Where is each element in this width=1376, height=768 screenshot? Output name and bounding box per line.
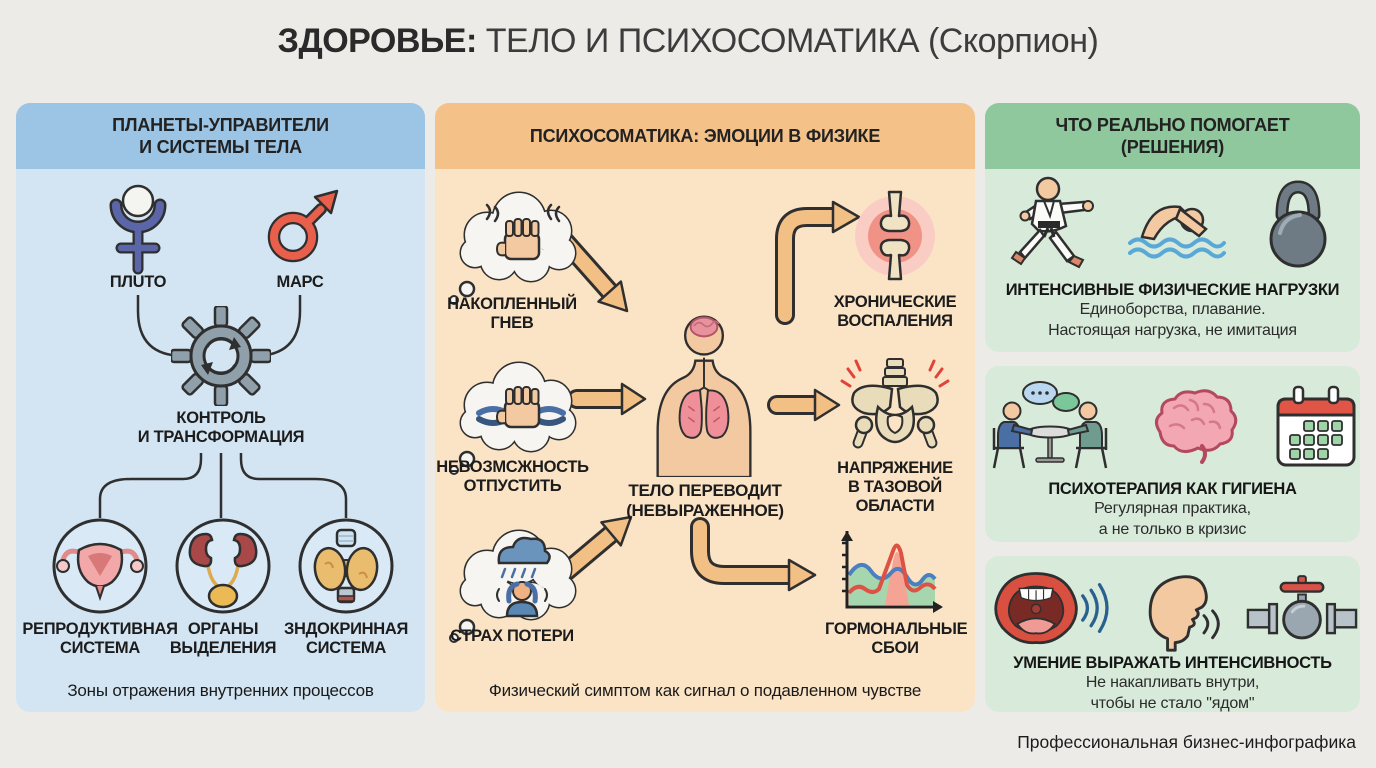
page-title-bold: ЗДОРОВЬЕ: [277, 22, 478, 60]
system-label-reproductive: РЕПРОДУКТИВНАЯ СИСТЕМА [20, 620, 180, 658]
symptom-0-line1: ХРОНИЧЕСКИЕ [833, 293, 957, 311]
solution-3-icons [988, 556, 1358, 654]
calendar-icon [1276, 385, 1355, 467]
solution-2-sub-line1: Регулярная практика, [1094, 500, 1251, 517]
uterus-icon [56, 542, 144, 602]
solution-2-sub-line2: а не только в кризис [1098, 520, 1247, 538]
body-label-line1: ТЕЛО ПЕРЕВОДИТ [628, 481, 782, 500]
therapy-talk-icon [992, 381, 1107, 469]
hormone-chart-icon [841, 531, 943, 613]
emotion-1-line1: НЕВОЗМСЖНОСТЬ [436, 458, 589, 476]
solutions-header: ЧТО РЕАЛЬНО ПОМОГАЕТ (РЕШЕНИЯ) [985, 103, 1360, 169]
solution-3-sub-line2: чтобы не стало "ядом" [1090, 694, 1255, 712]
symptom-1-line2: В ТАЗОВОЙ ОБЛАСТИ [848, 478, 942, 516]
symptom-0-line2: ВОСПАЛЕНИЯ [837, 312, 953, 331]
pelvis-icon [840, 358, 950, 449]
sorrow-rain-cloud-icon [449, 529, 577, 643]
therapy-card: ПСИХОТЕРАПИЯ КАК ГИГИЕНА Регулярная прак… [985, 366, 1360, 542]
system-2-line1: ЗНДОКРИННАЯ [283, 620, 409, 638]
psychosomatics-header: ПСИХОСОМАТИКА: ЭМОЦИИ В ФИЗИКЕ [435, 103, 975, 169]
thyroid-icon [313, 528, 379, 604]
hub-label: КОНТРОЛЬ И ТРАНСФОРМАЦИЯ [121, 409, 321, 447]
emotion-0-line1: НАКОПЛЕННЫЙ [447, 295, 577, 313]
system-0-line2: СИСТЕМА [60, 639, 140, 658]
solution-1-subtitle: Единоборства, плавание. Настоящая нагруз… [1048, 300, 1297, 342]
emotion-0-line2: ГНЕВ [490, 314, 534, 333]
system-0-line1: РЕПРОДУКТИВНАЯ [22, 620, 178, 638]
anger-fist-cloud-icon [449, 191, 577, 305]
symptom-label-hormonal: ГОРМОНАЛЬНЫЕ СБОИ [825, 620, 968, 658]
valve-icon [1246, 575, 1357, 640]
kettlebell-icon [1269, 180, 1326, 268]
mars-symbol-icon [267, 189, 339, 263]
emotion-label-fear-of-loss: СТРАХ ПОТЕРИ [442, 627, 582, 646]
mars-label: МАРС [276, 273, 324, 291]
psychosomatics-header-text: ПСИХОСОМАТИКА: ЭМОЦИИ В ФИЗИКЕ [529, 125, 881, 146]
gear-icon [171, 306, 271, 406]
hub-label-line2: И ТРАНСФОРМАЦИЯ [137, 428, 305, 447]
grip-rope-cloud-icon [449, 361, 577, 475]
symptom-1-line1: НАПРЯЖЕНИЕ [837, 459, 953, 477]
solutions-panel: ЧТО РЕАЛЬНО ПОМОГАЕТ (РЕШЕНИЯ) [985, 103, 1360, 352]
expression-card: УМЕНИЕ ВЫРАЖАТЬ ИНТЕНСИВНОСТЬ Не накапли… [985, 556, 1360, 712]
inflamed-joint-icon [855, 190, 935, 281]
system-label-endocrine: ЗНДОКРИННАЯ СИСТЕМА [266, 620, 426, 658]
symptom-label-inflammation: ХРОНИЧЕСКИЕ ВОСПАЛЕНИЯ [825, 293, 965, 331]
system-1-line2: ВЫДЕЛЕНИЯ [169, 639, 277, 658]
emotion-2-line1: СТРАХ ПОТЕРИ [450, 627, 574, 645]
hub-label-line1: КОНТРОЛЬ [176, 409, 266, 427]
page-title-rest: ТЕЛО И ПСИХОСОМАТИКА (Скорпион) [485, 22, 1099, 60]
pluto-symbol-icon [109, 184, 167, 275]
planets-header-line2: И СИСТЕМЫ ТЕЛА [139, 137, 302, 157]
solution-2-subtitle: Регулярная практика, а не только в кризи… [1094, 499, 1251, 541]
symptom-2-line1: ГОРМОНАЛЬНЫЕ [825, 620, 968, 638]
swimmer-icon [1127, 205, 1226, 259]
solution-3-sub-line1: Не накапливать внутри, [1085, 674, 1260, 691]
system-label-excretory: ОРГАНЫ ВЫДЕЛЕНИЯ [143, 620, 303, 658]
solutions-header-line1: ЧТО РЕАЛЬНО ПОМОГАЕТ [1055, 114, 1290, 135]
left-panel-footer: Зоны отражения внутренних процессов [67, 681, 374, 700]
solution-1-sub-line2: Настоящая нагрузка, не имитация [1048, 321, 1297, 339]
system-2-line2: СИСТЕМА [306, 639, 386, 658]
body-label: ТЕЛО ПЕРЕВОДИТ (НЕВЫРАЖЕННОЕ) [620, 481, 790, 520]
middle-panel-footer: Физический симптом как сигнал о подавлен… [488, 681, 922, 700]
planets-systems-header: ПЛАНЕТЫ-УПРАВИТЕЛИ И СИСТЕМЫ ТЕЛА [16, 103, 425, 169]
solution-1-title: ИНТЕНСИВНЫЕ ФИЗИЧЕСКИЕ НАГРУЗКИ [1005, 281, 1340, 299]
solutions-header-line2: (РЕШЕНИЯ) [1120, 137, 1225, 157]
planets-systems-panel: ПЛАНЕТЫ-УПРАВИТЕЛИ И СИСТЕМЫ ТЕЛА [16, 103, 425, 712]
pluto-label: ПЛUТО [109, 273, 167, 291]
symptom-2-line2: СБОИ [871, 639, 919, 658]
solution-3-subtitle: Не накапливать внутри, чтобы не стало "я… [1085, 673, 1260, 715]
solution-1-sub-line1: Единоборства, плавание. [1079, 301, 1266, 318]
emotion-label-anger: НАКОПЛЕННЫЙ ГНЕВ [442, 295, 582, 333]
planets-header-line1: ПЛАНЕТЫ-УПРАВИТЕЛИ [112, 114, 329, 135]
speaking-head-icon [1148, 575, 1220, 652]
solution-3-title: УМЕНИЕ ВЫРАЖАТЬ ИНТЕНСИВНОСТЬ [1013, 654, 1332, 672]
psychosomatics-panel: ПСИХОСОМАТИКА: ЭМОЦИИ В ФИЗИКЕ [435, 103, 975, 712]
karate-icon [1010, 176, 1094, 269]
mouth-shout-icon [993, 572, 1109, 645]
page-title: ЗДОРОВЬЕ: ТЕЛО И ПСИХОСОМАТИКА (Скорпион… [0, 22, 1376, 61]
human-body-icon [656, 315, 752, 477]
credit-text: Профессиональная бизнес-инфографика [1017, 732, 1356, 752]
solution-2-title: ПСИХОТЕРАПИЯ КАК ГИГИЕНА [1048, 480, 1297, 498]
kidneys-icon [188, 532, 258, 609]
brain-icon [1154, 389, 1237, 464]
body-label-line2: (НЕВЫРАЖЕННОЕ) [626, 500, 784, 520]
emotion-label-letting-go: НЕВОЗМСЖНОСТЬ ОТПУСТИТЬ [435, 458, 590, 496]
symptom-label-pelvic-tension: НАПРЯЖЕНИЕ В ТАЗОВОЙ ОБЛАСТИ [815, 459, 975, 516]
emotion-1-line2: ОТПУСТИТЬ [463, 477, 562, 496]
solution-2-icons [986, 366, 1360, 480]
solution-1-icons [1008, 169, 1338, 281]
system-1-line1: ОРГАНЫ [187, 620, 259, 638]
